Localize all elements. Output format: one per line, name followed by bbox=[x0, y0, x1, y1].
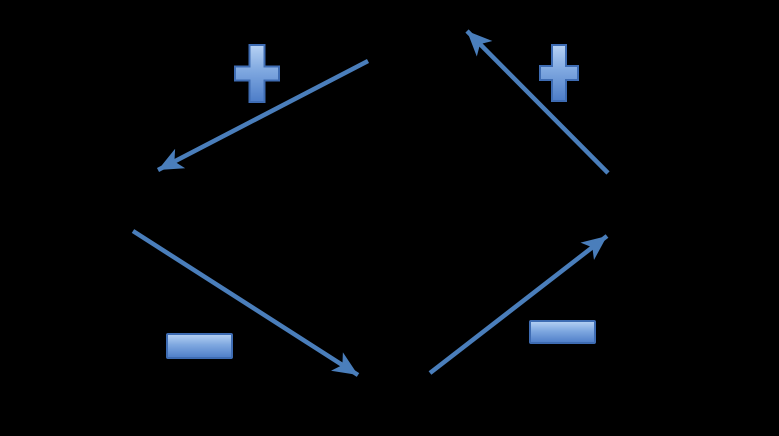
top-left-arrow bbox=[156, 59, 370, 172]
minus-sign-bottom-left bbox=[166, 333, 233, 359]
bottom-left-arrow bbox=[131, 229, 360, 377]
minus-sign-bottom-right bbox=[529, 320, 596, 344]
bottom-right-arrow bbox=[428, 234, 609, 375]
arrows-layer bbox=[131, 29, 610, 377]
plus-sign-top-right bbox=[539, 44, 579, 102]
signs-layer bbox=[166, 44, 596, 359]
top-right-arrow bbox=[465, 29, 610, 175]
plus-sign-top-left bbox=[234, 44, 280, 103]
